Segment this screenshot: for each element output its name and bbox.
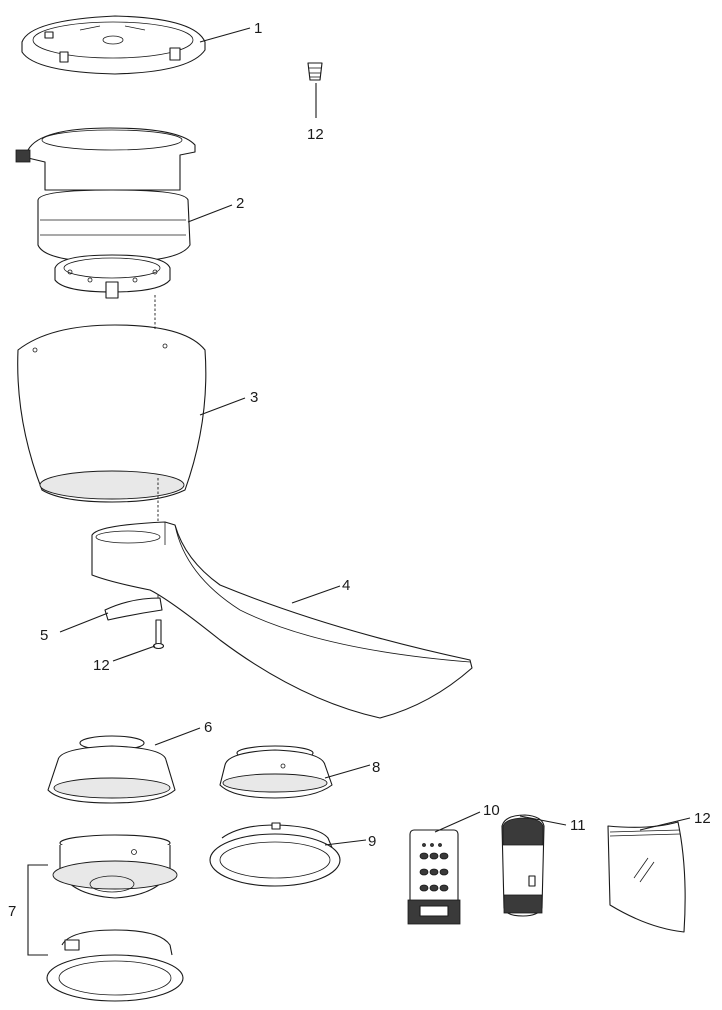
- callout-9: 9: [368, 833, 376, 850]
- callout-6: 6: [204, 719, 212, 736]
- blade-bracket: [104, 597, 163, 621]
- glass-cover: [209, 822, 341, 887]
- callout-3: 3: [250, 389, 258, 406]
- motor-assembly: [15, 127, 196, 299]
- light-kit: [46, 834, 184, 1002]
- callout-5: 5: [40, 627, 48, 644]
- hardware-bag: [607, 821, 686, 933]
- blade-screw: [152, 619, 165, 650]
- callout-1: 1: [254, 20, 262, 37]
- switch-housing: [47, 735, 176, 804]
- callout-2: 2: [236, 195, 244, 212]
- callout-4: 4: [342, 577, 350, 594]
- callout-10: 10: [483, 802, 500, 819]
- fan-blade: [91, 521, 473, 719]
- callout-12-hardware-bag: 12: [694, 810, 711, 827]
- callout-12-screw: 12: [93, 657, 110, 674]
- callout-8: 8: [372, 759, 380, 776]
- leader-lines: [27, 27, 691, 956]
- housing-cover: [17, 324, 207, 503]
- adapter-ring: [219, 745, 333, 799]
- callout-7: 7: [8, 903, 16, 920]
- remote-holder: [501, 814, 545, 917]
- wire-connector: [307, 62, 323, 81]
- mounting-bracket: [21, 15, 206, 75]
- callout-11: 11: [570, 817, 586, 834]
- callout-12-wire-connector: 12: [307, 126, 324, 143]
- remote-control: [407, 829, 461, 925]
